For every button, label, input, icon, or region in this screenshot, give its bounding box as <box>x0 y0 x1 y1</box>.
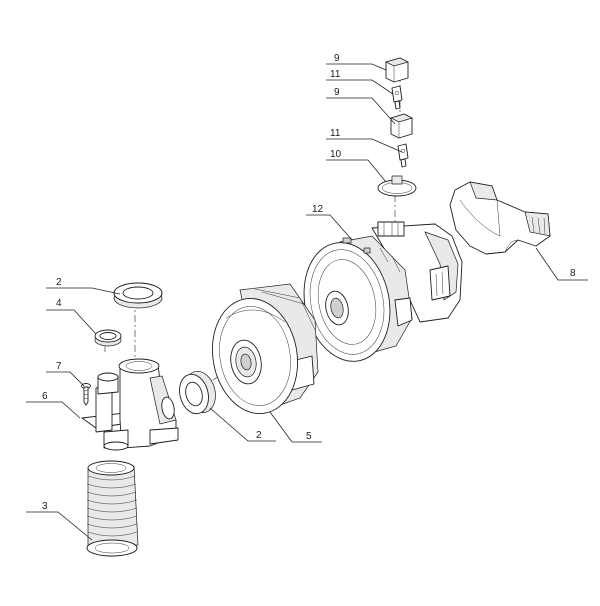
part-8-motor-cover <box>449 181 551 255</box>
part-7-screw <box>81 383 91 406</box>
part-11-clip-lower <box>397 143 409 168</box>
leader-lines <box>26 63 588 541</box>
callout-11-upper: 11 <box>330 69 341 80</box>
callout-7: 7 <box>56 361 62 372</box>
callout-2-top: 2 <box>56 277 62 288</box>
callout-9-upper: 9 <box>334 53 340 64</box>
part-2-seal-ring-top <box>113 282 163 309</box>
callout-4: 4 <box>56 298 62 309</box>
callout-11-lower: 11 <box>330 128 341 139</box>
part-12-motor-unit <box>303 221 463 362</box>
part-5-fan-housing <box>211 283 319 415</box>
part-11-clip-upper <box>391 85 403 110</box>
callout-5: 5 <box>306 431 312 442</box>
part-6-base-body <box>81 358 179 451</box>
callout-8: 8 <box>570 268 576 279</box>
callout-10: 10 <box>330 149 342 160</box>
part-2-seal-ring-right <box>179 370 216 415</box>
part-4-gasket <box>94 329 122 347</box>
callout-2-right: 2 <box>256 430 262 441</box>
callout-9-lower: 9 <box>334 87 340 98</box>
part-9-connector-upper <box>385 57 409 83</box>
callout-labels: 9 11 9 11 10 12 8 2 4 7 6 2 5 3 <box>42 53 576 512</box>
callout-6: 6 <box>42 391 48 402</box>
callout-12: 12 <box>312 204 324 215</box>
part-3-corrugated-hose <box>86 460 139 557</box>
callout-3: 3 <box>42 501 48 512</box>
part-9-connector-lower <box>390 113 413 139</box>
part-10-clamp-ring <box>377 175 417 197</box>
